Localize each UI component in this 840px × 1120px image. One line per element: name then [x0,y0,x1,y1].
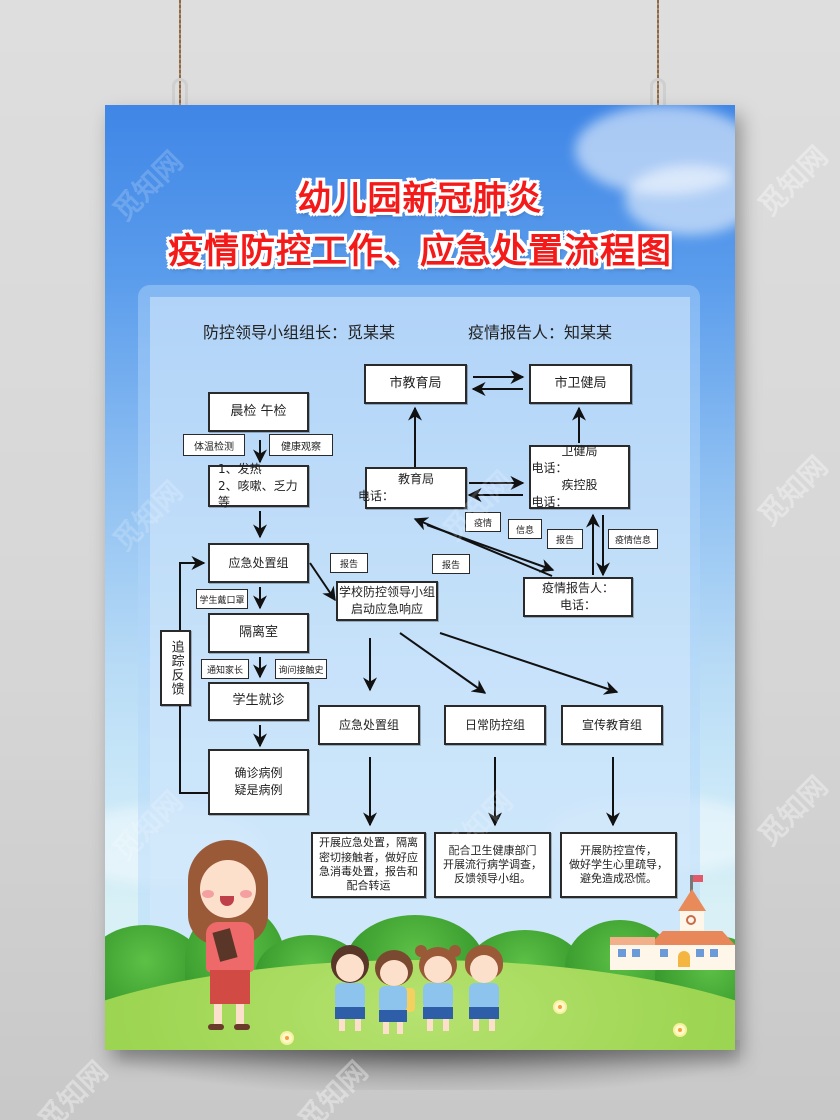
task-line: 配合转运 [346,879,391,893]
watermark: 觅知网 [751,139,835,223]
node-student-medical-visit: 学生就诊 [208,682,309,721]
poster-title-line2: 疫情防控工作、应急处置流程图 [167,232,672,272]
hanging-string-left [179,0,181,125]
tag-health-observation: 健康观察 [269,434,333,456]
tag-notify-parents: 通知家长 [201,659,249,679]
case-type: 确诊病例 [234,766,283,781]
tag-info: 信息 [508,519,542,539]
reporter-label: 疫情报告人：知某某 [468,323,613,342]
task-line: 急消毒处置，报告和 [319,865,418,878]
node-health-bureau: 卫健局 电话： 疾控股 电话： [529,444,630,509]
node-isolation-room: 隔离室 [208,613,309,653]
task-daily-prevention: 配合卫生健康部门 开展流行病学调查， 反馈领导小组。 [434,832,551,898]
flower-icon [282,1033,292,1043]
education-bureau-phone: 电话： [357,489,394,503]
node-city-health-bureau: 市卫健局 [529,364,632,404]
node-group-emergency: 应急处置组 [318,705,420,745]
task-line: 开展应急处置，隔离 [319,836,418,850]
task-line: 做好学生心里疏导， [569,857,668,871]
task-publicity-education: 开展防控宣传， 做好学生心里疏导， 避免造成恐慌。 [560,832,677,898]
child-illustration [461,945,507,1035]
poster-title-line1: 幼儿园新冠肺炎 [297,179,543,219]
leader-label: 防控领导小组组长：觅某某 [203,323,396,342]
node-school-leader-group: 学校防控领导小组 启动应急响应 [336,581,438,621]
task-line: 配合卫生健康部门 [448,843,537,857]
symptom-item: 1、发热 [218,461,262,476]
tag-epidemic-info: 疫情信息 [608,529,658,549]
node-group-daily-prevention: 日常防控组 [444,705,546,745]
school-building-icon [610,875,735,970]
tracking-feedback-label: 追踪反馈 [168,640,184,696]
tag-epidemic: 疫情 [465,512,501,532]
watermark: 觅知网 [751,449,835,533]
school-leader-group-line: 学校防控领导小组 [338,585,435,600]
symptom-item: 2、咳嗽、乏力等 [218,478,298,510]
watermark: 觅知网 [31,1054,115,1120]
child-illustration [415,943,461,1035]
tag-student-mask: 学生戴口罩 [196,589,248,609]
tag-report-mid: 报告 [432,554,470,574]
node-symptoms: 1、发热 2、咳嗽、乏力等 [208,462,309,509]
task-emergency: 开展应急处置，隔离 密切接触者，做好应 急消毒处置，报告和 配合转运 [311,832,426,898]
case-type: 疑是病例 [234,783,283,797]
task-line: 避免造成恐慌。 [580,872,657,886]
node-education-bureau: 教育局 电话： [358,467,467,509]
tag-ask-contact-history: 询问接触史 [275,659,327,679]
education-bureau-name: 教育局 [397,472,434,487]
health-bureau-phone: 电话： [531,461,568,476]
poster: 幼儿园新冠肺炎 疫情防控工作、应急处置流程图 防控领导小组组长：觅某某 疫情报告… [105,105,735,1050]
flower-icon [675,1025,685,1035]
watermark: 觅知网 [751,769,835,853]
health-bureau-dept-phone: 电话： [531,494,568,509]
node-tracking-feedback: 追踪反馈 [160,630,191,706]
school-leader-group-line: 启动应急响应 [350,602,423,616]
tag-temperature-check: 体温检测 [183,434,245,456]
node-confirmed-suspected-cases: 确诊病例 疑是病例 [208,749,309,815]
node-emergency-handling-group: 应急处置组 [208,543,309,583]
node-city-education-bureau: 市教育局 [364,364,467,404]
child-illustration [371,950,417,1040]
task-line: 开展流行病学调查， [443,857,542,871]
tag-report-right: 报告 [547,529,583,549]
epidemic-reporter-name: 疫情报告人： [541,581,614,596]
task-line: 开展防控宣传， [580,843,657,857]
flower-icon [555,1002,565,1012]
node-epidemic-reporter: 疫情报告人： 电话： [523,577,633,617]
node-morning-noon-check: 晨检 午检 [208,392,309,432]
tag-report-left: 报告 [330,553,368,573]
node-group-publicity-education: 宣传教育组 [561,705,663,745]
epidemic-reporter-phone: 电话： [559,598,596,612]
task-line: 反馈领导小组。 [454,872,531,886]
teacher-illustration [180,840,290,1030]
health-bureau-name: 卫健局 [561,444,598,459]
child-illustration [327,945,373,1035]
health-bureau-dept: 疾控股 [561,478,598,492]
cloud [625,165,735,235]
task-line: 密切接触者，做好应 [319,850,418,864]
hanging-string-right [657,0,659,125]
